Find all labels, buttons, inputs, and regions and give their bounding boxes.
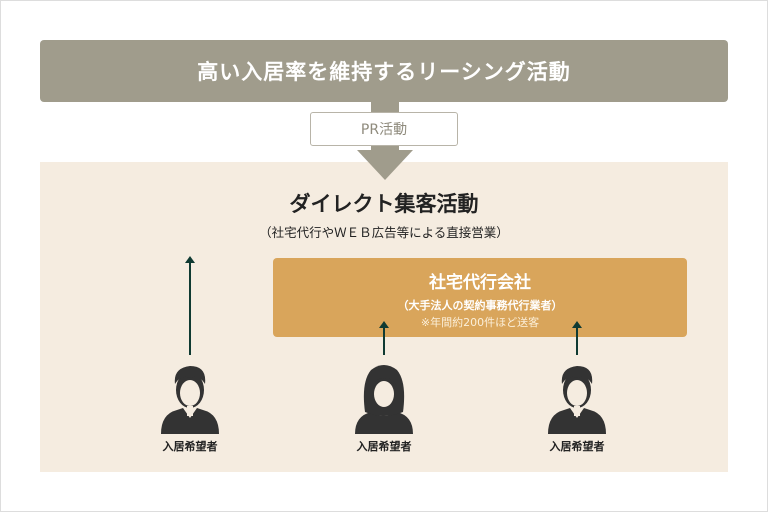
company-box: 社宅代行会社 （大手法人の契約事務代行業者） ※年間約200件ほど送客	[273, 258, 687, 337]
person-1: 入居希望者	[155, 362, 225, 454]
down-arrow-icon	[357, 150, 413, 180]
header-bar: 高い入居率を維持するリーシング活動	[40, 40, 728, 102]
up-arrow-icon	[379, 321, 389, 355]
company-desc: （大手法人の契約事務代行業者）	[397, 299, 563, 312]
company-note: ※年間約200件ほど送客	[420, 316, 540, 329]
male-person-icon	[548, 366, 606, 434]
up-arrow-icon	[572, 321, 582, 355]
person-label: 入居希望者	[162, 440, 218, 453]
person-2: 入居希望者	[349, 362, 419, 454]
direct-subtitle: （社宅代行やＷＥＢ広告等による直接営業）	[259, 225, 509, 240]
direct-title: ダイレクト集客活動	[289, 192, 479, 216]
person-3: 入居希望者	[542, 362, 612, 454]
person-label: 入居希望者	[549, 440, 605, 453]
male-person-icon	[161, 366, 219, 434]
pr-label: PR活動	[310, 112, 458, 146]
company-name: 社宅代行会社	[429, 273, 531, 293]
up-arrow-icon	[185, 256, 195, 355]
female-person-icon	[355, 365, 413, 434]
person-label: 入居希望者	[356, 440, 412, 453]
